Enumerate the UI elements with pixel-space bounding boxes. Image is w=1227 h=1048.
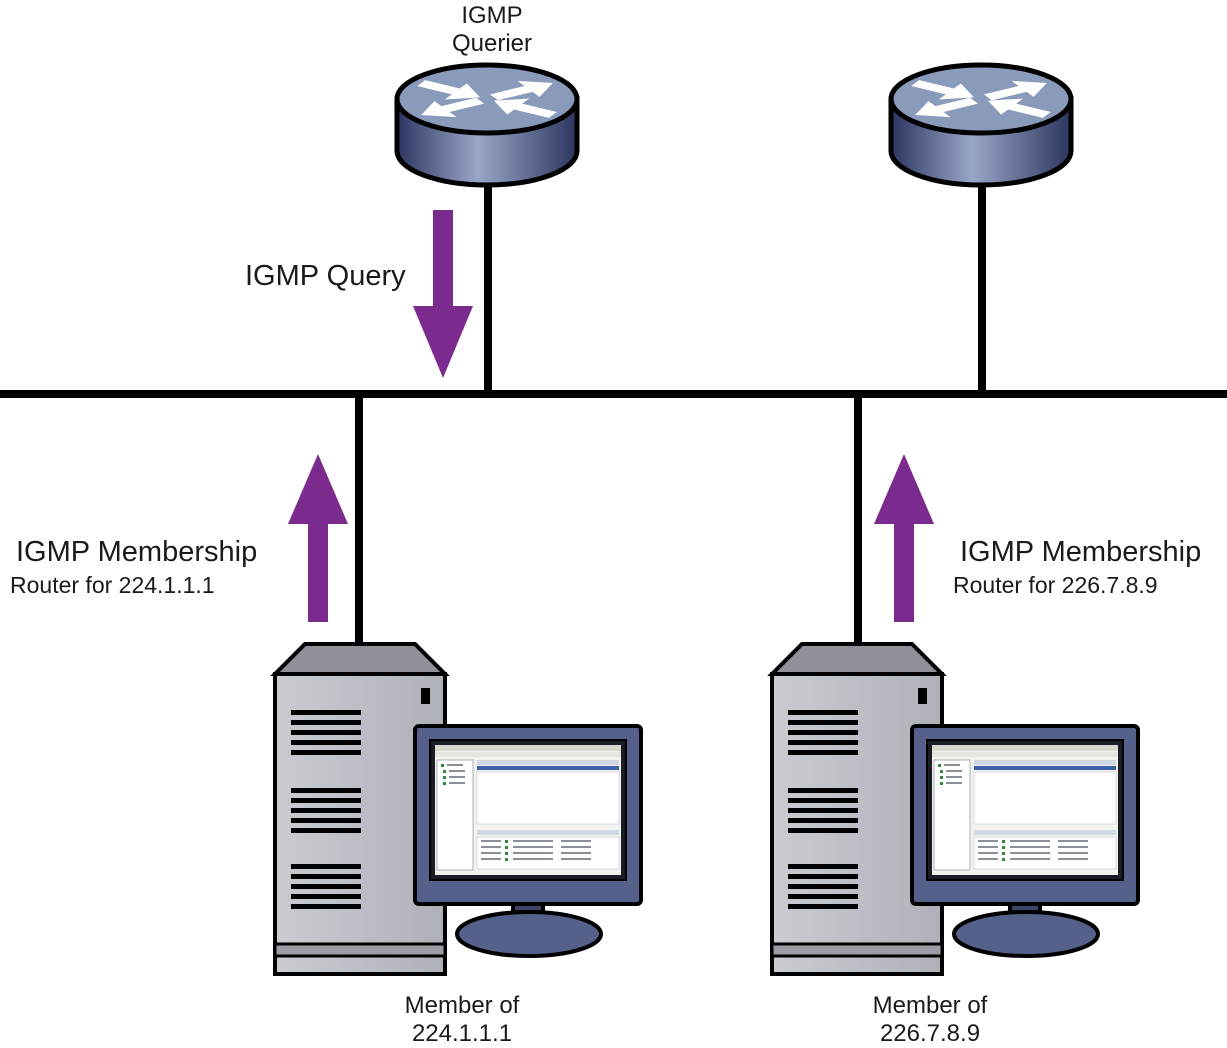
router-icon <box>891 65 1071 185</box>
right-member-line2: 226.7.8.9 <box>879 1020 981 1047</box>
membership-arrow-right <box>874 454 934 622</box>
querier-label-line2: Querier <box>451 30 533 57</box>
left-member-line2: 224.1.1.1 <box>411 1020 513 1047</box>
querier-label-line1: IGMP <box>461 2 523 29</box>
igmp-query-arrow <box>413 210 473 378</box>
querier-label: IGMP Querier <box>432 2 552 58</box>
query-label: IGMP Query <box>245 260 406 292</box>
left-member-label: Member of 224.1.1.1 <box>380 992 544 1048</box>
left-membership-subtitle: Router for 224.1.1.1 <box>10 572 215 598</box>
right-member-label: Member of 226.7.8.9 <box>848 992 1012 1048</box>
server-tower-icon <box>770 642 1140 976</box>
right-member-line1: Member of <box>872 992 988 1019</box>
router-icon <box>397 65 577 185</box>
membership-arrow-left <box>288 454 348 622</box>
right-membership-subtitle: Router for 226.7.8.9 <box>953 572 1158 598</box>
right-membership-title: IGMP Membership <box>960 536 1202 568</box>
left-member-line1: Member of <box>404 992 520 1019</box>
left-membership-title: IGMP Membership <box>16 536 258 568</box>
server-tower-icon <box>273 642 643 976</box>
